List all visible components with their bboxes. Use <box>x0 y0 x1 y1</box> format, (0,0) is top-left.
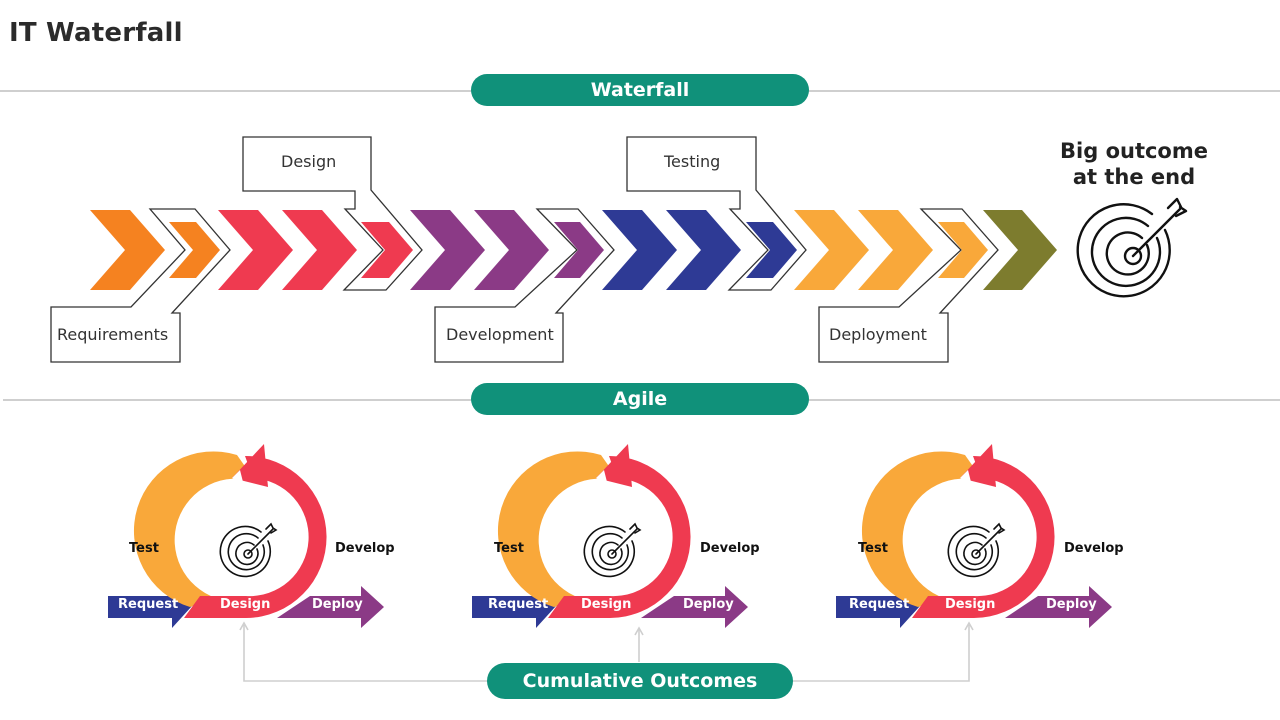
callout-outline <box>242 136 423 291</box>
chevron-small <box>938 222 988 278</box>
chevron <box>666 210 741 290</box>
outcome-text: Big outcome at the end <box>1054 138 1214 190</box>
callout-outline <box>626 136 807 291</box>
final-chevron <box>983 210 1057 290</box>
callout-outline <box>818 208 999 363</box>
phase-testing <box>602 136 807 291</box>
phase-label-testing: Testing <box>664 152 721 171</box>
cycle-1-deploy-label: Deploy <box>312 597 363 612</box>
phase-label-deployment: Deployment <box>829 325 927 344</box>
cycle-1-test-label: Test <box>129 541 159 556</box>
cycle-3-develop-label: Develop <box>1064 541 1124 556</box>
cumulative-outcomes-pill: Cumulative Outcomes <box>487 663 793 699</box>
chevron-small <box>361 222 413 278</box>
target-arrow-icon <box>1076 197 1188 298</box>
cycle-3-request-label: Request <box>849 597 910 612</box>
waterfall-divider-right <box>808 90 1280 92</box>
chevron-small <box>554 222 604 278</box>
cycle-2-request-label: Request <box>488 597 549 612</box>
cycle-3-design-label: Design <box>945 597 996 612</box>
cycle-2-design-label: Design <box>581 597 632 612</box>
phase-label-development: Development <box>446 325 554 344</box>
phase-deployment <box>794 208 999 363</box>
chevron <box>90 210 165 290</box>
cycle-1-request-label: Request <box>118 597 179 612</box>
phase-development <box>410 208 615 363</box>
phase-design <box>218 136 423 291</box>
cycle-3-deploy-label: Deploy <box>1046 597 1097 612</box>
cycle-2-test-label: Test <box>494 541 524 556</box>
chevron <box>602 210 677 290</box>
waterfall-header: Waterfall <box>471 74 809 106</box>
agile-divider-right <box>808 399 1280 401</box>
phase-requirements <box>50 208 231 363</box>
callout-outline <box>434 208 615 363</box>
waterfall-divider-left <box>0 90 472 92</box>
agile-divider-left <box>3 399 472 401</box>
phase-label-requirements: Requirements <box>57 325 169 344</box>
outcome-line-1: Big outcome <box>1060 139 1208 163</box>
chevron <box>282 210 357 290</box>
outcome-connectors <box>239 621 974 682</box>
chevron <box>218 210 293 290</box>
chevron <box>858 210 933 290</box>
agile-header: Agile <box>471 383 809 415</box>
chevron <box>474 210 549 290</box>
cycle-2-deploy-label: Deploy <box>683 597 734 612</box>
chevron <box>794 210 869 290</box>
chevron-small <box>746 222 797 278</box>
cycle-2-develop-label: Develop <box>700 541 760 556</box>
phase-label-design: Design <box>281 152 337 171</box>
callout-outline <box>50 208 231 363</box>
page-title: IT Waterfall <box>9 18 183 48</box>
chevron <box>410 210 485 290</box>
outcome-line-2: at the end <box>1072 165 1196 189</box>
cycle-3-test-label: Test <box>858 541 888 556</box>
chevron-small <box>169 222 220 278</box>
cycle-1-design-label: Design <box>220 597 271 612</box>
cycle-1-develop-label: Develop <box>335 541 395 556</box>
